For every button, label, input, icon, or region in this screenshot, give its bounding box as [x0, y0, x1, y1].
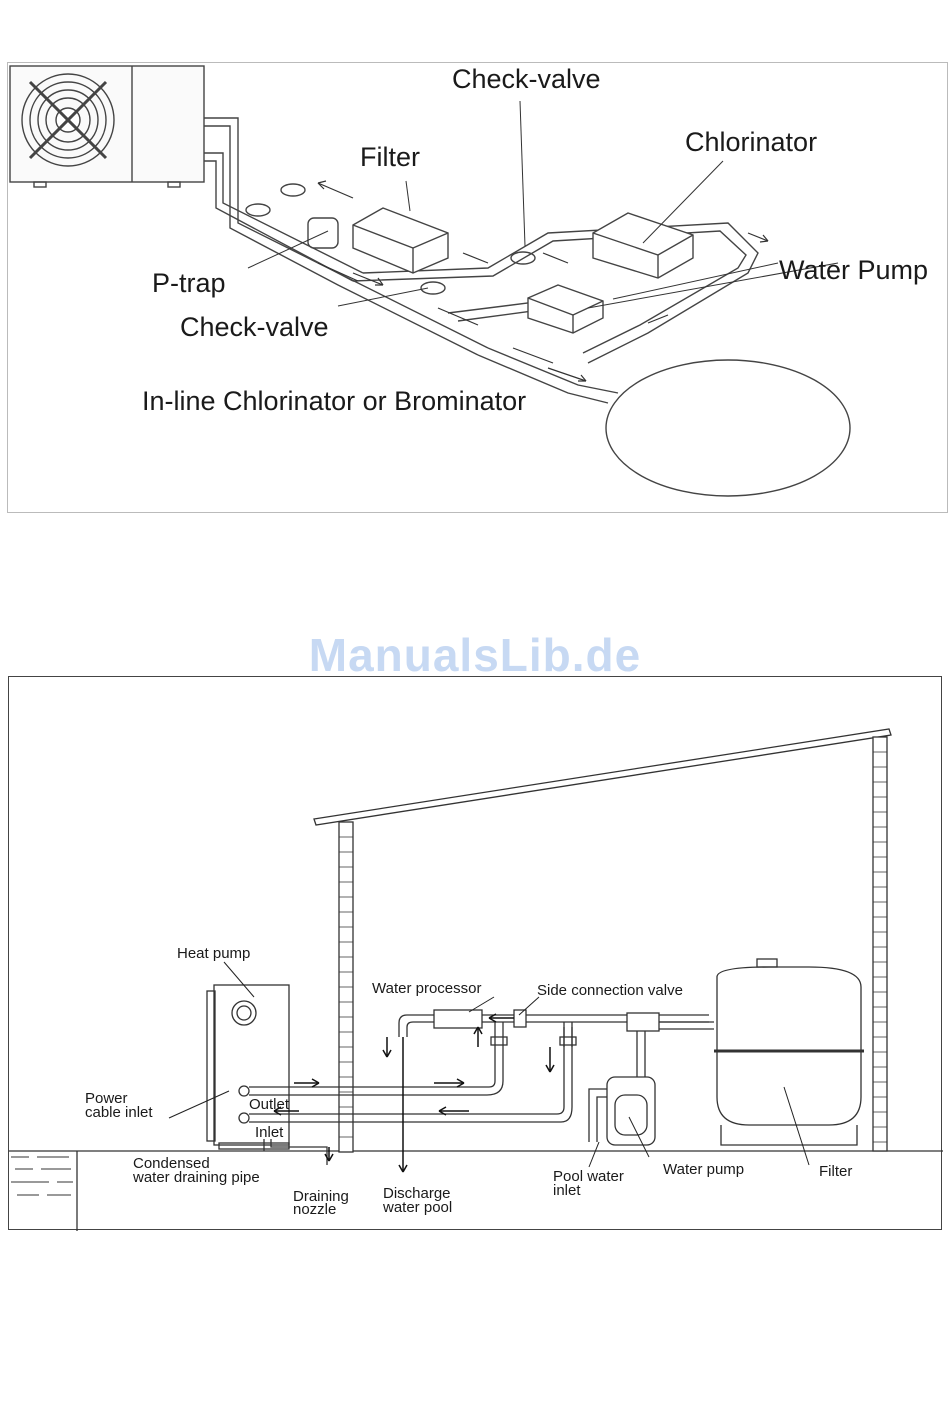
installation-diagram-svg: Heat pump Water processor Side connectio…: [9, 677, 943, 1231]
roof: [314, 729, 891, 825]
chlorinator-box: [593, 213, 693, 278]
outlet-label: Outlet: [249, 1096, 290, 1113]
brick-wall-right: [873, 737, 887, 1151]
filter-label: Filter: [819, 1163, 852, 1180]
p-trap-label: P-trap: [152, 268, 226, 298]
side-connection-valve-fitting: [514, 1010, 526, 1027]
power-cable-inlet-label-2: cable inlet: [85, 1104, 153, 1121]
heat-pump-label: Heat pump: [177, 945, 250, 962]
brick-wall-left: [339, 822, 353, 1152]
water-pump-label: Water Pump: [779, 255, 928, 285]
check-valve-top-label: Check-valve: [452, 64, 601, 94]
water-processor-label: Water processor: [372, 980, 481, 997]
discharge-label-2: water pool: [382, 1199, 452, 1216]
check-valve-fitting: [421, 282, 445, 294]
filter-box: [353, 208, 448, 273]
water-pump-unit: [589, 1077, 655, 1145]
filter-label: Filter: [360, 142, 420, 172]
watermark: ManualsLib.de: [0, 628, 950, 682]
chlorinator-label: Chlorinator: [685, 127, 817, 157]
pool-shape: [606, 360, 850, 496]
water-pump-label: Water pump: [663, 1161, 744, 1178]
installation-diagram: Heat pump Water processor Side connectio…: [8, 676, 942, 1230]
leader-line: [520, 101, 525, 246]
check-valve-bottom-label: Check-valve: [180, 312, 329, 342]
draining-nozzle-label-2: nozzle: [293, 1201, 336, 1218]
pool-water-inlet-label-2: inlet: [553, 1182, 581, 1199]
plumbing-diagram-svg: Check-valve Filter Chlorinator Water Pum…: [8, 63, 949, 514]
check-valve-fitting: [246, 204, 270, 216]
heat-pump-unit: [10, 66, 204, 187]
water-processor-box: [434, 1010, 482, 1028]
side-connection-valve-label: Side connection valve: [537, 982, 683, 999]
condensed-label-2: water draining pipe: [132, 1169, 260, 1186]
pool-water: [11, 1157, 73, 1195]
water-pump-box: [528, 285, 603, 333]
filter-tank: [714, 959, 864, 1145]
pool-plumbing-diagram: Check-valve Filter Chlorinator Water Pum…: [7, 62, 948, 513]
inlet-label: Inlet: [255, 1124, 284, 1141]
inline-chlorinator-label: In-line Chlorinator or Brominator: [142, 386, 526, 416]
